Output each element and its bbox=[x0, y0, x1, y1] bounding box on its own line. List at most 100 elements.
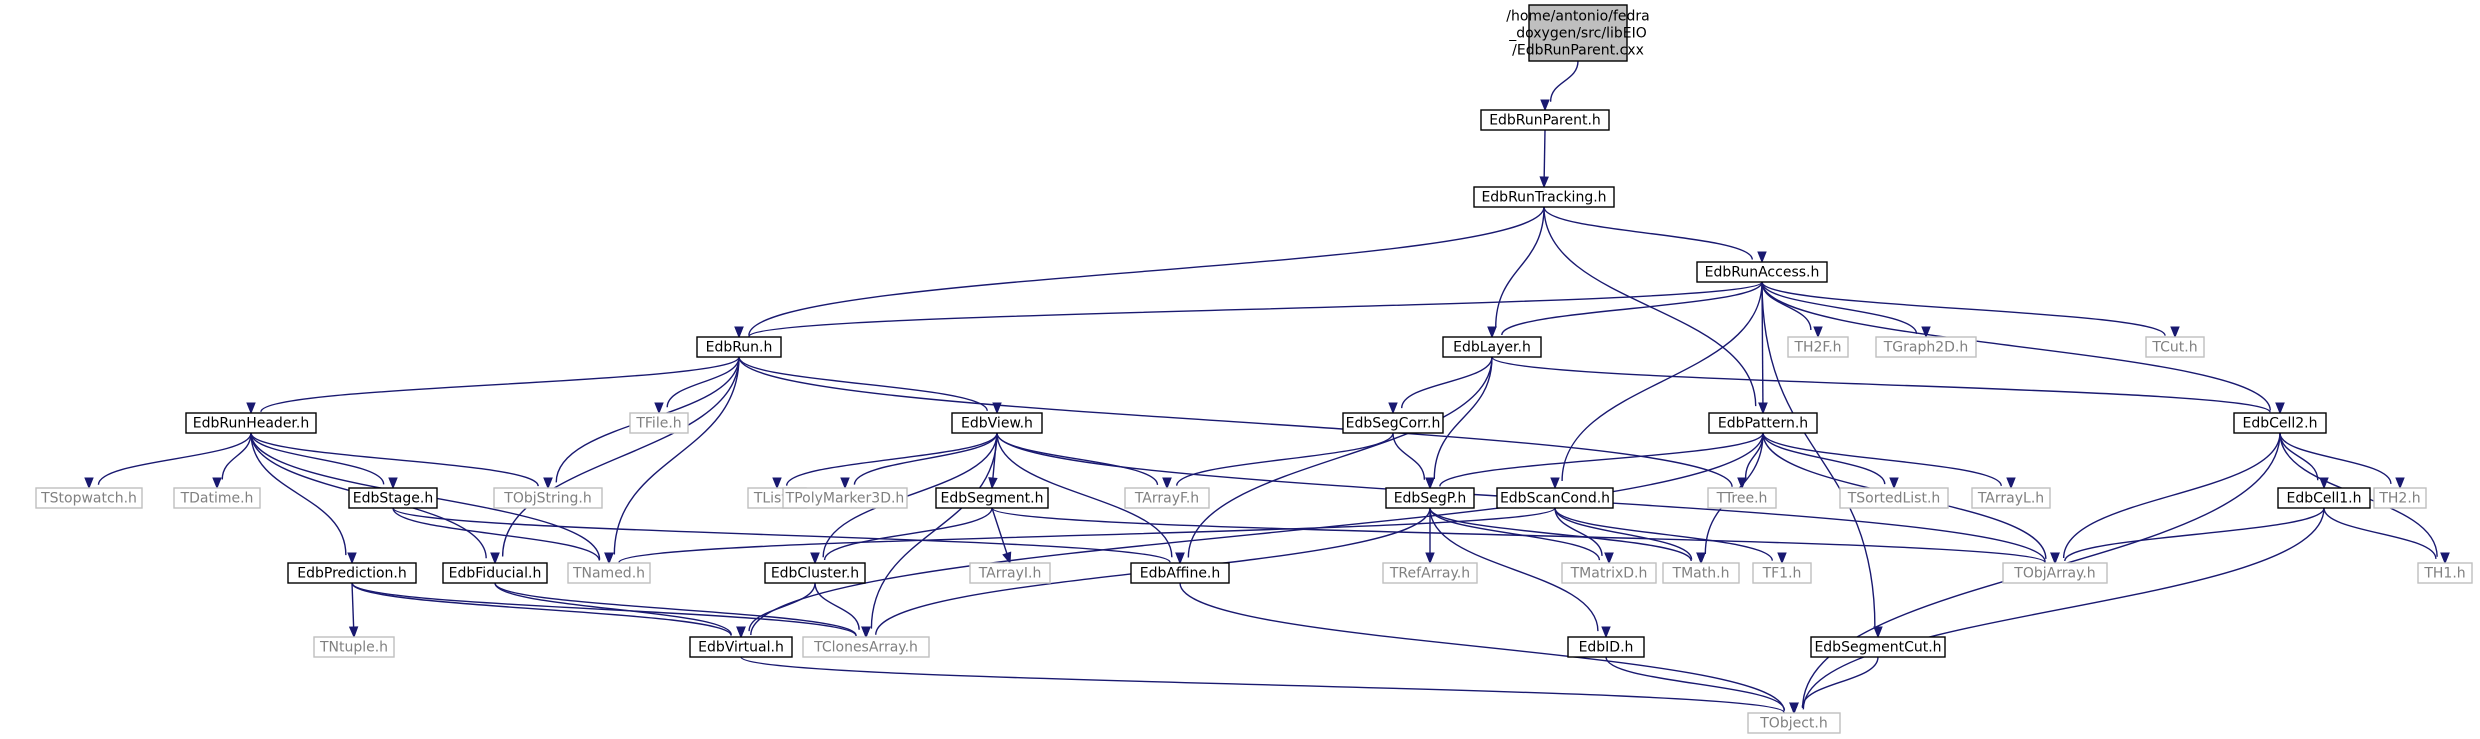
node-label: EdbRun.h bbox=[706, 340, 773, 356]
node-label: EdbScanCond.h bbox=[1500, 491, 1610, 507]
node-label: EdbRunAccess.h bbox=[1705, 265, 1820, 281]
node-label: TObjArray.h bbox=[2013, 566, 2095, 582]
edge-EdbRunTracking-to-EdbRunAccess bbox=[1543, 206, 1767, 264]
node-root[interactable]: /home/antonio/fedra_doxygen/src/libEIO/E… bbox=[1506, 4, 1650, 62]
edge-EdbScanCond-to-TNamed bbox=[604, 507, 1556, 565]
node-label: TStopwatch.h bbox=[40, 491, 137, 507]
node-box bbox=[1342, 412, 1444, 434]
node-EdbFiducial[interactable]: EdbFiducial.h bbox=[442, 562, 548, 584]
node-label: /home/antonio/fedra bbox=[1506, 9, 1649, 25]
node-EdbLayer[interactable]: EdbLayer.h bbox=[1442, 336, 1542, 358]
edge-EdbSegCorr-to-TArrayF bbox=[1162, 432, 1394, 490]
node-EdbPattern[interactable]: EdbPattern.h bbox=[1708, 412, 1818, 434]
edge-EdbLayer-to-EdbAffine bbox=[1175, 356, 1493, 565]
node-box bbox=[1385, 487, 1475, 509]
node-box bbox=[1787, 336, 1849, 358]
node-box bbox=[689, 636, 793, 658]
node-box bbox=[1124, 487, 1210, 509]
node-EdbSegmentCut[interactable]: EdbSegmentCut.h bbox=[1810, 636, 1946, 658]
node-EdbAffine[interactable]: EdbAffine.h bbox=[1130, 562, 1230, 584]
node-EdbRunAccess[interactable]: EdbRunAccess.h bbox=[1696, 261, 1828, 283]
node-box bbox=[35, 487, 143, 509]
node-label: TFile.h bbox=[635, 416, 681, 432]
node-EdbVirtual[interactable]: EdbVirtual.h bbox=[689, 636, 793, 658]
node-label: TSortedList.h bbox=[1847, 491, 1941, 507]
node-label: EdbAffine.h bbox=[1140, 566, 1221, 582]
node-box bbox=[1707, 487, 1777, 509]
node-EdbRun[interactable]: EdbRun.h bbox=[696, 336, 782, 358]
node-box bbox=[287, 562, 417, 584]
node-label: EdbVirtual.h bbox=[698, 640, 784, 656]
node-EdbSegCorr[interactable]: EdbSegCorr.h bbox=[1342, 412, 1444, 434]
edge-EdbScanCond-to-TMath bbox=[1554, 507, 1706, 565]
node-TNamed: TNamed.h bbox=[567, 562, 651, 584]
node-box bbox=[1839, 487, 1949, 509]
edge-EdbView-to-TClonesArray bbox=[861, 432, 998, 639]
node-box bbox=[1810, 636, 1946, 658]
node-TMath: TMath.h bbox=[1662, 562, 1740, 584]
node-label: EdbFiducial.h bbox=[449, 566, 542, 582]
edge-EdbPrediction-to-TClonesArray bbox=[351, 582, 871, 639]
node-TSortedList: TSortedList.h bbox=[1839, 487, 1949, 509]
node-box bbox=[1442, 336, 1542, 358]
node-TTree: TTree.h bbox=[1707, 487, 1777, 509]
node-EdbCell1[interactable]: EdbCell1.h bbox=[2277, 487, 2371, 509]
node-box bbox=[493, 487, 603, 509]
edge-EdbRun-to-EdbView bbox=[738, 356, 1002, 415]
edge-EdbCluster-to-EdbVirtual bbox=[736, 582, 816, 639]
node-EdbRunTracking[interactable]: EdbRunTracking.h bbox=[1473, 186, 1615, 208]
node-EdbSegment[interactable]: EdbSegment.h bbox=[935, 487, 1049, 509]
node-EdbID[interactable]: EdbID.h bbox=[1567, 636, 1645, 658]
edge-EdbID-to-TObject bbox=[1605, 656, 1799, 715]
node-label: TF1.h bbox=[1762, 566, 1802, 582]
node-box bbox=[1528, 4, 1628, 62]
node-label: TObject.h bbox=[1759, 716, 1827, 732]
edge-EdbRunAccess-to-EdbScanCond bbox=[1550, 281, 1763, 490]
node-box bbox=[1480, 109, 1610, 131]
node-box bbox=[185, 412, 317, 434]
node-box bbox=[313, 636, 395, 658]
node-box bbox=[2002, 562, 2108, 584]
node-EdbStage[interactable]: EdbStage.h bbox=[348, 487, 438, 509]
node-TH1: TH1.h bbox=[2417, 562, 2473, 584]
node-label: EdbRunParent.h bbox=[1489, 113, 1601, 129]
node-label: TTree.h bbox=[1716, 491, 1768, 507]
node-TClonesArray: TClonesArray.h bbox=[802, 636, 930, 658]
edge-EdbRunHeader-to-EdbPrediction bbox=[250, 432, 357, 565]
node-box bbox=[2417, 562, 2473, 584]
node-label: TPolyMarker3D.h bbox=[785, 491, 905, 507]
node-box bbox=[1130, 562, 1230, 584]
node-label: EdbView.h bbox=[961, 416, 1033, 432]
node-EdbRunParent[interactable]: EdbRunParent.h bbox=[1480, 109, 1610, 131]
edge-EdbPattern-to-TArrayL bbox=[1762, 432, 2016, 490]
edge-EdbRunAccess-to-TCut bbox=[1761, 281, 2180, 339]
node-EdbView[interactable]: EdbView.h bbox=[951, 412, 1043, 434]
edge-EdbAffine-to-TObject bbox=[1179, 582, 1799, 715]
node-TFile: TFile.h bbox=[629, 412, 689, 434]
node-label: EdbLayer.h bbox=[1453, 340, 1531, 356]
edge-EdbSegmentCut-to-TObject bbox=[1789, 656, 1879, 715]
edge-EdbPattern-to-EdbSegP bbox=[1425, 432, 1764, 490]
node-label: TArrayI.h bbox=[978, 566, 1042, 582]
node-label: TArrayL.h bbox=[1977, 491, 2044, 507]
node-EdbPrediction[interactable]: EdbPrediction.h bbox=[287, 562, 417, 584]
node-EdbCluster[interactable]: EdbCluster.h bbox=[764, 562, 866, 584]
node-box bbox=[1567, 636, 1645, 658]
edge-EdbScanCond-to-TMatrixD bbox=[1554, 507, 1614, 565]
node-EdbRunHeader[interactable]: EdbRunHeader.h bbox=[185, 412, 317, 434]
edge-EdbPattern-to-TSortedList bbox=[1762, 432, 1899, 490]
edge-EdbView-to-TList bbox=[772, 432, 998, 490]
node-EdbScanCond[interactable]: EdbScanCond.h bbox=[1496, 487, 1614, 509]
edge-EdbRun-to-TFile bbox=[654, 356, 740, 415]
node-EdbSegP[interactable]: EdbSegP.h bbox=[1385, 487, 1475, 509]
node-label: TH1.h bbox=[2423, 566, 2465, 582]
node-box bbox=[2233, 412, 2327, 434]
node-label: EdbSegP.h bbox=[1394, 491, 1467, 507]
edge-EdbRunHeader-to-EdbStage bbox=[250, 432, 398, 490]
node-box bbox=[1875, 336, 1977, 358]
node-label: TH2F.h bbox=[1793, 340, 1841, 356]
node-TStopwatch: TStopwatch.h bbox=[35, 487, 143, 509]
node-label: EdbPattern.h bbox=[1718, 416, 1808, 432]
edge-EdbCell1-to-TH1 bbox=[2323, 507, 2450, 565]
node-EdbCell2[interactable]: EdbCell2.h bbox=[2233, 412, 2327, 434]
